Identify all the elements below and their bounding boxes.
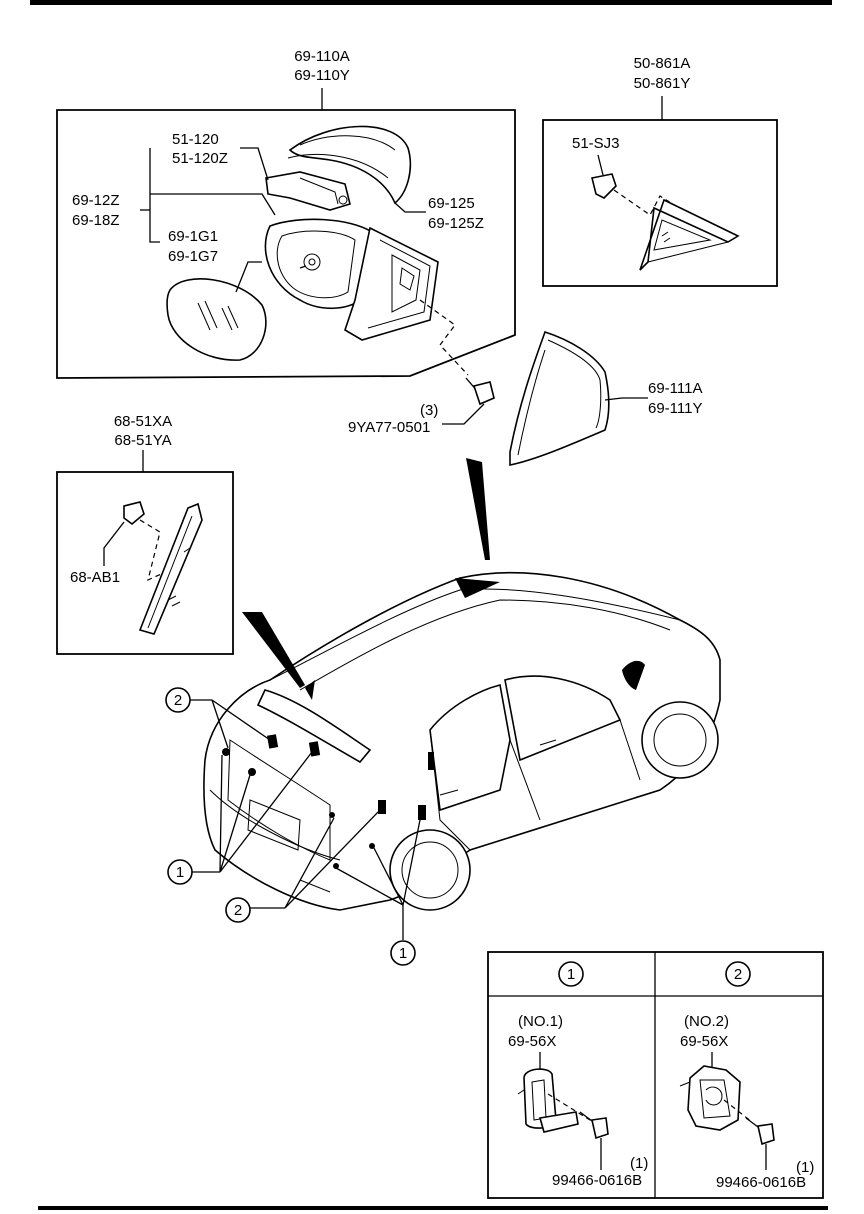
marker-one-left: 1 <box>167 859 193 885</box>
callout-bolt: 9YA77-0501 <box>348 419 430 436</box>
mirror-cover <box>287 125 412 205</box>
callout-bolt-qty: (3) <box>420 402 438 419</box>
marker-one-bottom: 1 <box>390 940 416 966</box>
callout-cover-a: 69-125 <box>428 195 475 212</box>
callout-fastener-sj3: 51-SJ3 <box>572 135 620 152</box>
detail-col1-header: 1 <box>558 961 584 987</box>
callout-rear-garnish-b: 68-51YA <box>114 432 171 449</box>
callout-garnish-a: 50-861A <box>634 55 691 72</box>
marker-two-bottom: 2 <box>225 897 251 923</box>
detail-table: 1 2 (NO.1) 69-56X (1) 99466-0616B (NO.2)… <box>487 951 824 1199</box>
mirror-bracket <box>265 171 351 211</box>
clip-no1 <box>517 1068 579 1133</box>
mirror-glass <box>166 278 267 361</box>
bottom-border <box>38 1206 828 1210</box>
svg-text:1: 1 <box>399 945 407 962</box>
callout-motor-a: 69-12Z <box>72 192 120 209</box>
callout-glass-a: 69-1G1 <box>168 228 218 245</box>
vehicle-illustration <box>203 458 721 911</box>
callout-trim-y: 69-111Y <box>648 400 703 417</box>
detail-col1-note: (NO.1) <box>518 1013 563 1030</box>
detail-col2-note: (NO.2) <box>684 1013 729 1030</box>
detail-col1-screw: 99466-0616B <box>552 1172 642 1189</box>
callout-garnish-y: 50-861Y <box>634 75 691 92</box>
callout-mirror-assy-a: 69-110A <box>294 48 350 65</box>
svg-text:2: 2 <box>234 902 242 919</box>
svg-text:2: 2 <box>734 966 742 983</box>
detail-col2-header: 2 <box>725 961 751 987</box>
garnish-box <box>542 119 778 287</box>
mirror-housing <box>264 218 439 341</box>
screw-no2 <box>745 1117 775 1146</box>
detail-col2-screw: 99466-0616B <box>716 1174 806 1191</box>
callout-bracket-z: 51-120Z <box>172 150 228 167</box>
detail-col1-qty: (1) <box>630 1155 648 1172</box>
car-callout-leaders <box>190 699 422 940</box>
callout-cover-z: 69-125Z <box>428 215 484 232</box>
callout-trim-a: 69-111A <box>648 380 703 397</box>
callout-motor-b: 69-18Z <box>72 212 120 229</box>
svg-text:1: 1 <box>176 864 184 881</box>
garnish-group: 50-861A 50-861Y 51-SJ3 <box>542 55 778 287</box>
detail-col1-part: 69-56X <box>508 1033 556 1050</box>
callout-mirror-assy-y: 69-110Y <box>294 67 350 84</box>
svg-text:2: 2 <box>174 692 182 709</box>
callout-rear-garnish-a: 68-51XA <box>114 413 172 430</box>
screw-no1 <box>579 1111 609 1140</box>
mirror-assembly-group: 69-110A 69-110Y 69-125 69-125Z 51-120 51… <box>56 48 516 379</box>
svg-text:1: 1 <box>567 966 575 983</box>
rear-garnish-group: 68-51XA 68-51YA 68-AB1 <box>56 413 234 655</box>
rear-garnish-box <box>56 471 234 655</box>
mirror-assembly-box <box>56 109 516 379</box>
marker-two-top: 2 <box>165 687 191 713</box>
detail-col2-part: 69-56X <box>680 1033 728 1050</box>
callout-glass-b: 69-1G7 <box>168 248 218 265</box>
clip-no2 <box>679 1065 741 1131</box>
top-border <box>30 0 832 5</box>
callout-clip-ab1: 68-AB1 <box>70 569 120 586</box>
trim-panel <box>509 331 610 466</box>
callout-bracket-a: 51-120 <box>172 131 219 148</box>
mounting-bolt <box>465 377 495 406</box>
detail-col2-qty: (1) <box>796 1159 814 1176</box>
